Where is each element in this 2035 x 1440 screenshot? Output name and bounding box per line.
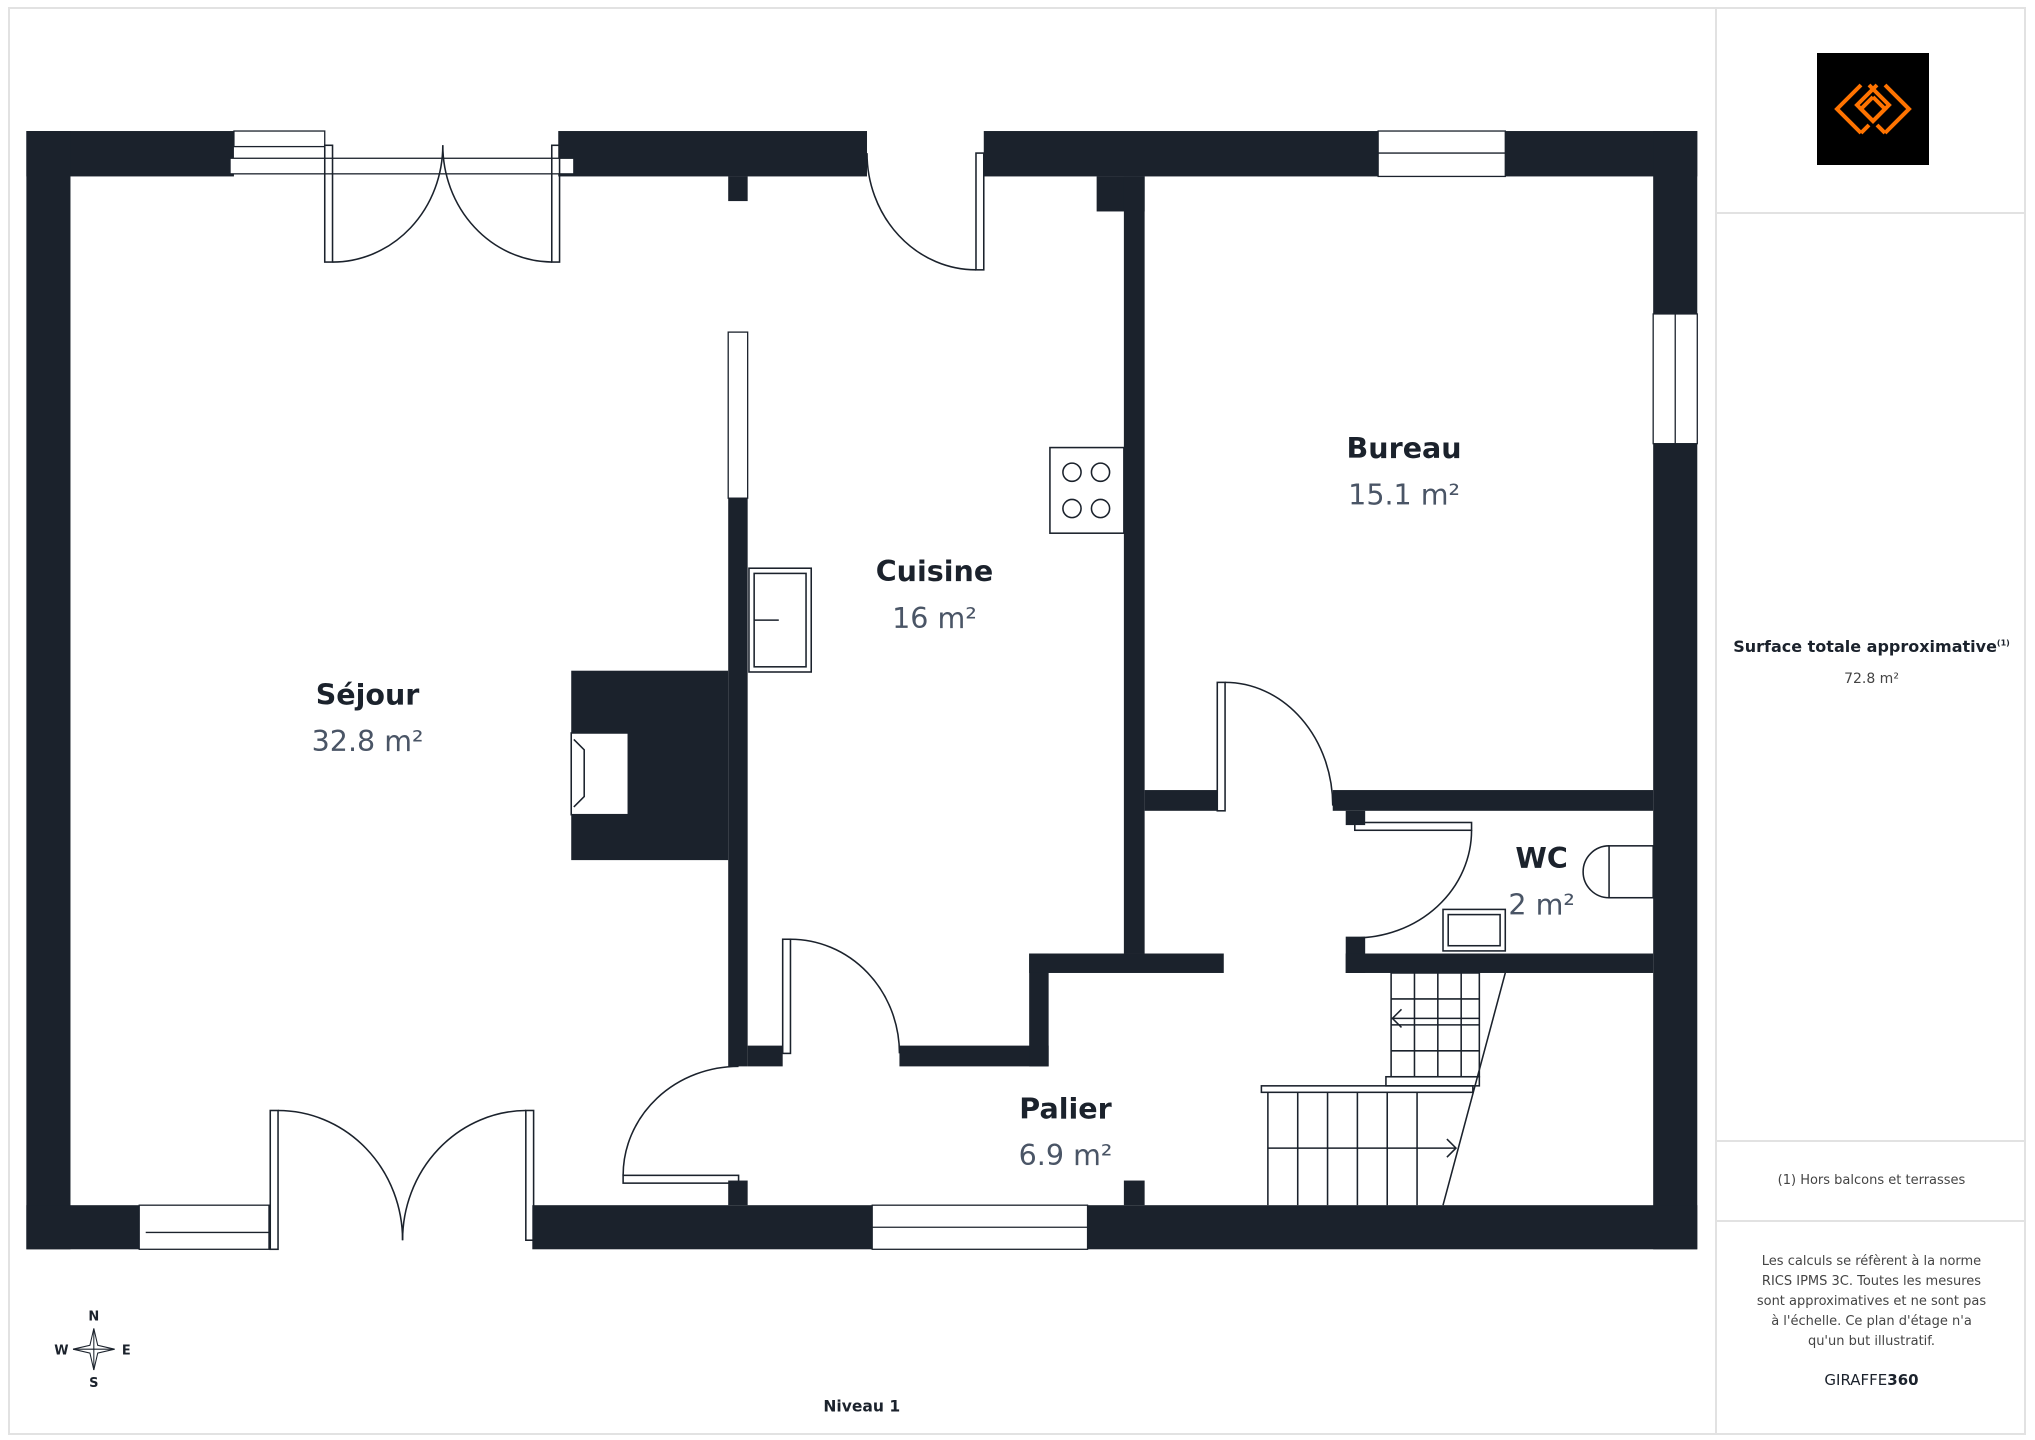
room-area-wc: 2 m² xyxy=(1508,889,1574,922)
compass-w: W xyxy=(54,1343,68,1358)
total-area-label: Surface totale approximative xyxy=(1733,637,1997,656)
fixtures xyxy=(570,446,1654,952)
room-area-sejour: 32.8 m² xyxy=(312,725,424,758)
doors xyxy=(269,144,1473,1251)
brand-name-b: 360 xyxy=(1887,1371,1919,1389)
compass-n: N xyxy=(88,1310,99,1325)
brand-name: GIRAFFE360 xyxy=(1717,1371,2026,1389)
room-name-cuisine: Cuisine xyxy=(876,555,993,588)
compass-e: E xyxy=(122,1343,131,1358)
brand-name-a: GIRAFFE xyxy=(1824,1371,1888,1389)
compass-s: S xyxy=(89,1376,98,1391)
disclaimer: Les calculs se réfèrent à la norme RICS … xyxy=(1756,1254,1987,1349)
room-labels: Séjour 32.8 m² Cuisine 16 m² Bureau 15.1… xyxy=(312,432,1575,1172)
room-name-wc: WC xyxy=(1515,842,1567,875)
room-area-palier: 6.9 m² xyxy=(1019,1139,1113,1172)
brand-logo-icon xyxy=(1817,53,1929,165)
total-area-footnote-mark: (1) xyxy=(1996,638,2010,648)
total-area-value: 72.8 m² xyxy=(1844,671,1899,687)
stairs xyxy=(1260,972,1507,1206)
walls xyxy=(26,131,1698,1250)
windows xyxy=(138,130,1698,1250)
room-area-cuisine: 16 m² xyxy=(892,602,977,635)
footnote: (1) Hors balcons et terrasses xyxy=(1777,1173,1966,1188)
level-label: Niveau 1 xyxy=(823,1397,900,1415)
compass: N S E W xyxy=(54,1310,130,1391)
room-area-bureau: 15.1 m² xyxy=(1348,479,1460,512)
info-sidebar: Surface totale approximative(1) 72.8 m² … xyxy=(1715,7,2026,1435)
room-name-bureau: Bureau xyxy=(1347,432,1462,465)
room-name-palier: Palier xyxy=(1019,1092,1111,1125)
page-frame xyxy=(8,7,2026,1435)
room-name-sejour: Séjour xyxy=(316,678,420,711)
